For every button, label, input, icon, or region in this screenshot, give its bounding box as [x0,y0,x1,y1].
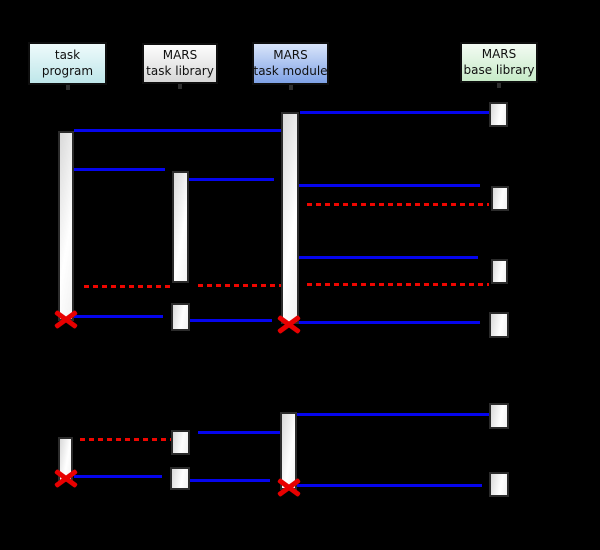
activation-bar [281,112,299,324]
message-call-line [198,431,280,434]
actor-label: program [41,63,94,78]
message-call-line [299,321,480,324]
termination-x-icon [277,477,301,497]
activation-bar [170,467,190,490]
termination-x-icon [54,309,78,329]
activation-bar [489,403,509,429]
message-return-line [80,438,171,441]
actor-label: task library [146,63,214,78]
termination-x-icon [277,314,301,334]
message-call-line [190,479,270,482]
activation-bar [491,186,509,211]
lifeline-stub [288,85,293,90]
actor-label: MARS [481,47,517,62]
activation-bar [171,303,190,331]
message-call-line [297,413,489,416]
lifeline-stub [65,85,70,90]
message-call-line [299,184,480,187]
message-return-line [84,285,172,288]
actor-label: MARS [273,48,308,63]
activation-bar [489,312,509,338]
activation-bar [491,259,508,284]
activation-bar [489,102,508,127]
message-call-line [190,319,272,322]
message-call-line [74,168,165,171]
actor-label: task module [253,63,328,78]
activation-bar [58,131,74,321]
message-call-line [74,475,162,478]
actor-label: MARS [162,48,198,63]
lifeline-stub [178,84,182,89]
message-return-line [307,283,489,286]
message-call-line [297,484,482,487]
message-call-line [74,315,163,318]
actor-box-mars-task-module: MARS task module [252,42,329,85]
lifeline-stub [497,83,501,88]
actor-label: task [54,48,81,63]
message-call-line [189,178,274,181]
actor-label: base library [463,62,535,77]
actor-box-task-program: task program [28,42,107,85]
activation-bar [489,472,509,497]
message-call-line [299,256,478,259]
message-return-line [307,203,489,206]
activation-bar [171,430,190,455]
message-call-line [300,111,489,114]
message-return-line [198,284,281,287]
message-call-line [74,129,281,132]
actor-box-mars-base-library: MARS base library [460,42,538,83]
termination-x-icon [54,468,78,488]
actor-box-mars-task-library: MARS task library [142,43,218,84]
activation-bar [172,171,189,283]
